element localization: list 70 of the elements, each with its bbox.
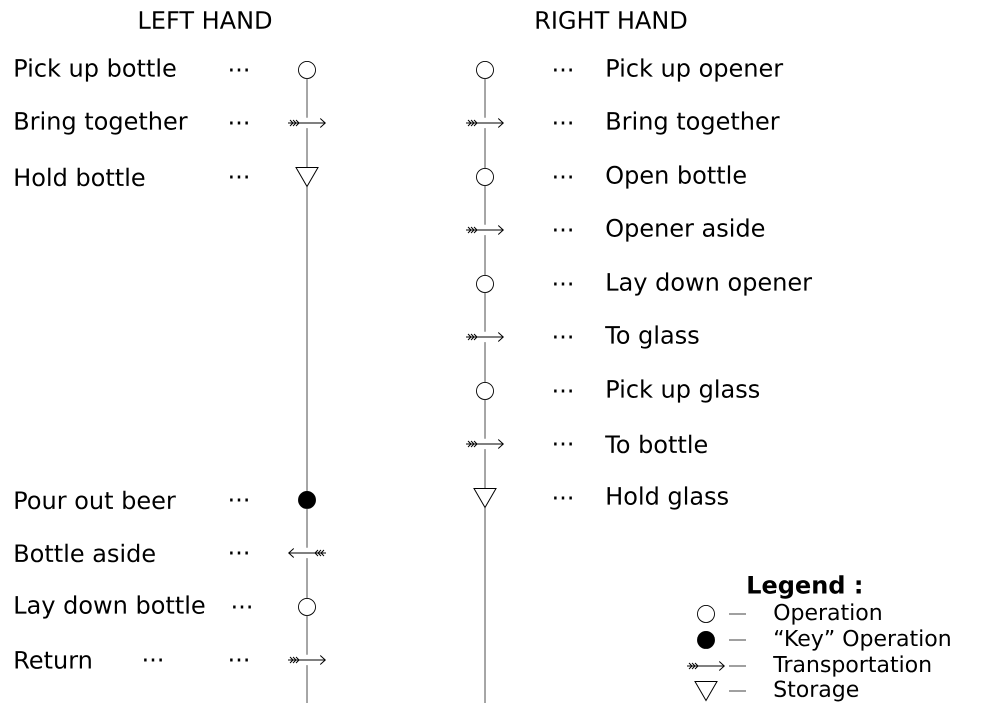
connector-line [306, 186, 308, 492]
transportation-symbol [466, 332, 504, 342]
leader-dots: ... [144, 658, 162, 662]
step-label: Pour out beer [16, 490, 176, 510]
column-heading: LEFT HAND [140, 11, 272, 29]
operation-circle [476, 168, 494, 186]
step-label: Return [16, 651, 91, 669]
legend-text: Storage [774, 680, 858, 702]
transportation-symbol [466, 118, 504, 128]
step-label: Hold bottle [16, 168, 144, 186]
leader-dots: ... [554, 176, 572, 178]
connector-line [484, 507, 486, 704]
connector-line [306, 78, 308, 118]
transportation-symbol [288, 654, 326, 665]
leader-dots: ... [554, 122, 572, 124]
leader-dots: ... [230, 122, 248, 124]
connector-line [484, 292, 486, 332]
transportation-symbol [288, 118, 326, 128]
leader-dots: ... [554, 496, 572, 500]
step-label: Opener aside [606, 218, 764, 242]
connector-line [484, 128, 486, 168]
key-operation-dot [298, 491, 316, 509]
leader-dots: ... [554, 336, 572, 338]
connector-line [484, 400, 486, 440]
transportation-symbol [466, 224, 504, 235]
transportation-symbol [288, 548, 326, 558]
step-label: Pick up glass [608, 379, 760, 403]
operation-circle [298, 61, 316, 79]
operation-circle [476, 275, 494, 293]
step-label: Lay down opener [608, 272, 812, 296]
step-label: Pick up bottle [16, 58, 176, 82]
operation-circle [298, 598, 316, 616]
leader-dots: ... [230, 176, 248, 178]
step-label: Bring together [16, 111, 188, 135]
leader-dots: ... [554, 390, 572, 392]
connector-line [484, 342, 486, 382]
step-label: Open bottle [606, 165, 746, 189]
leader-dots: ... [230, 498, 248, 502]
leader-dots: ... [230, 68, 248, 72]
connector-line [306, 664, 308, 704]
leader-dots: ... [233, 606, 251, 608]
connector-line [484, 186, 486, 226]
connector-line [484, 448, 486, 489]
step-label: Pick up opener [608, 58, 784, 82]
step-label: To glass [605, 325, 699, 349]
step-label: Bring together [608, 111, 780, 135]
connector-line [484, 234, 486, 276]
step-label: Lay down bottle [16, 595, 204, 619]
leader-dots: ... [230, 552, 248, 554]
transportation-symbol [466, 438, 504, 449]
operation-circle [476, 382, 494, 400]
connector-line [306, 128, 308, 168]
leader-dots: ... [554, 282, 572, 286]
step-label: Hold glass [608, 486, 728, 510]
leader-dots: ... [554, 442, 572, 446]
column-heading: RIGHT HAND [536, 10, 686, 30]
connector-line [306, 616, 308, 656]
step-label: Bottle aside [16, 544, 155, 562]
connector-line [306, 558, 308, 598]
operation-circle [476, 61, 494, 79]
connector-line [306, 508, 308, 548]
leader-dots: ... [554, 228, 572, 232]
legend-text: Operation [774, 603, 881, 625]
legend-text: “Key” Operation [775, 629, 950, 651]
leader-dots: ... [554, 68, 572, 72]
step-label: To bottle [605, 434, 707, 454]
connector-line [484, 78, 486, 118]
leader-dots: ... [230, 658, 248, 662]
legend-title: Legend : [748, 575, 861, 599]
legend-text: Transportation [773, 655, 930, 677]
